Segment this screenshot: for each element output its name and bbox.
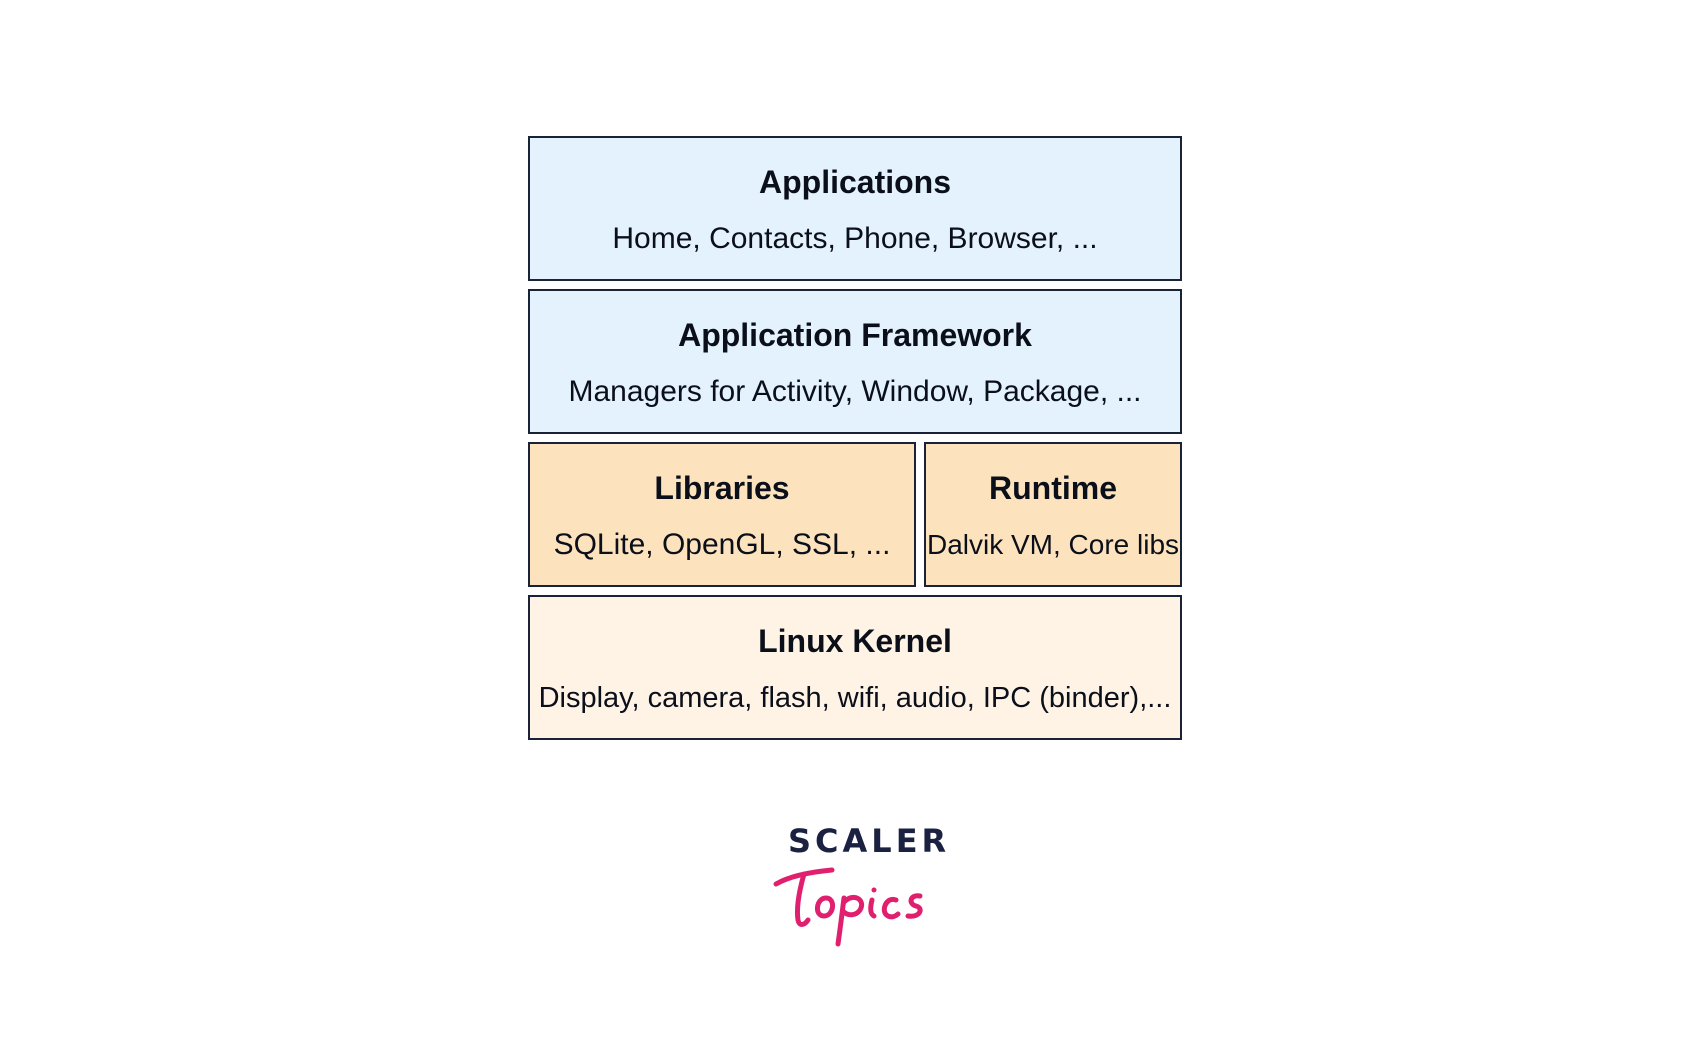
libraries-layer: Libraries SQLite, OpenGL, SSL, ... bbox=[528, 442, 916, 587]
runtime-desc: Dalvik VM, Core libs bbox=[926, 529, 1180, 560]
application-framework-title: Application Framework bbox=[678, 317, 1032, 353]
applications-desc: Home, Contacts, Phone, Browser, ... bbox=[612, 222, 1098, 255]
linux-kernel-title: Linux Kernel bbox=[758, 623, 952, 659]
applications-layer: Applications Home, Contacts, Phone, Brow… bbox=[528, 136, 1182, 281]
application-framework-desc: Managers for Activity, Window, Package, … bbox=[568, 375, 1142, 408]
logo-brand-text: SCALER bbox=[788, 822, 951, 860]
application-framework-layer: Application Framework Managers for Activ… bbox=[528, 289, 1182, 434]
scaler-topics-logo: SCALER bbox=[770, 818, 950, 948]
linux-kernel-layer: Linux Kernel Display, camera, flash, wif… bbox=[528, 595, 1182, 740]
runtime-title: Runtime bbox=[989, 470, 1117, 506]
applications-title: Applications bbox=[758, 164, 951, 200]
libraries-desc: SQLite, OpenGL, SSL, ... bbox=[553, 528, 891, 561]
runtime-layer: Runtime Dalvik VM, Core libs bbox=[924, 442, 1182, 587]
linux-kernel-desc: Display, camera, flash, wifi, audio, IPC… bbox=[538, 682, 1172, 714]
logo-topics-script bbox=[773, 867, 923, 947]
libraries-title: Libraries bbox=[654, 470, 790, 506]
